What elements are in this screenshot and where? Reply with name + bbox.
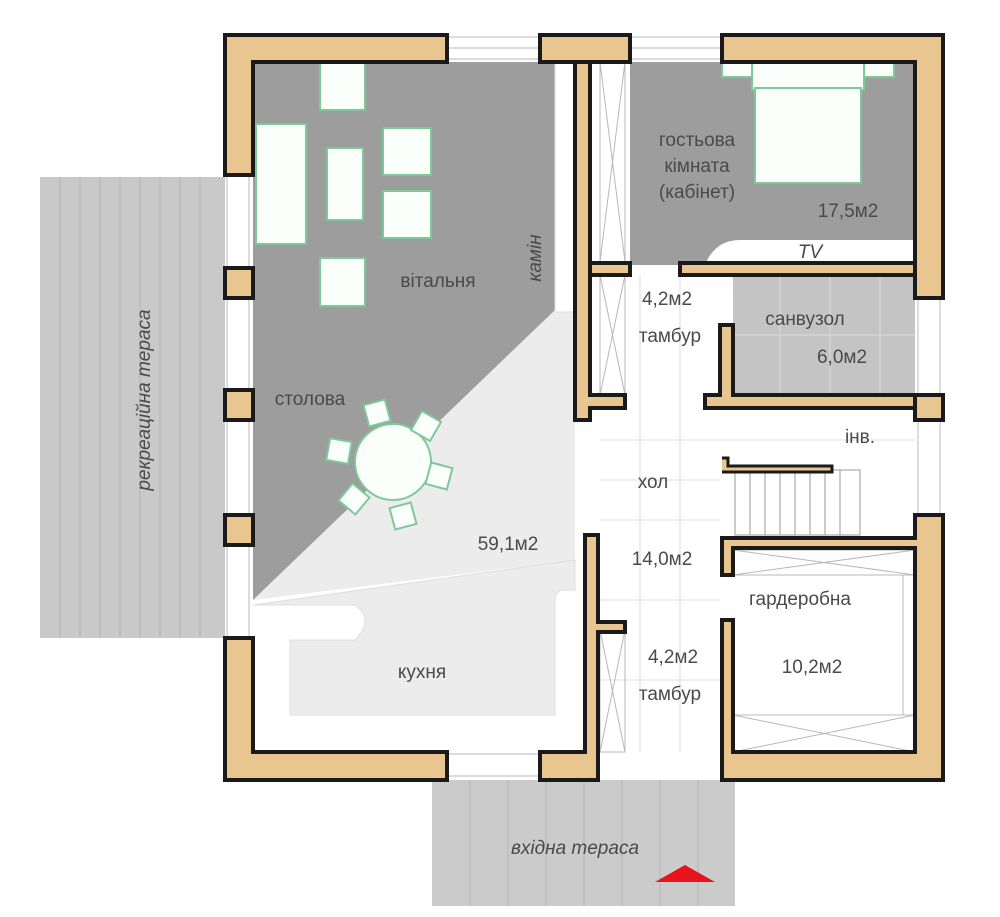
staircase [722,456,861,536]
dining-room-label: столова [275,389,346,410]
hall-floor-grid [600,275,915,752]
fireplace-label: камін [525,234,546,282]
wardrobe-label: гардеробна [749,589,851,610]
living-room-label: вітальня [400,271,475,292]
hall-area: 14,0м2 [632,549,693,570]
tambour-top-label: тамбур [639,326,701,347]
guest-room-area: 17,5м2 [818,201,879,222]
tambour-bottom-label: тамбур [639,684,701,705]
walls [223,33,945,782]
tambour-bottom-area: 4,2м2 [648,647,698,668]
living-area-label: 59,1м2 [478,534,539,555]
kitchen-counter [252,559,576,716]
recreation-terrace: рекреаційна тераса [40,177,225,638]
tv-label: TV [798,242,825,263]
bathroom-area: 6,0м2 [817,347,867,368]
tambour-top-area: 4,2м2 [642,289,692,310]
bathroom-label: санвузол [765,309,844,330]
entrance-terrace: вхідна тераса [432,780,735,906]
wardrobe-area: 10,2м2 [782,657,843,678]
kitchen-label: кухня [398,662,446,683]
guest-room-label-3: (кабінет) [659,182,735,203]
guest-room-label-2: кімната [664,156,730,177]
entrance-terrace-label: вхідна тераса [511,838,639,859]
bed [721,61,895,184]
fireplace [554,61,576,313]
hall-label: хол [638,472,669,493]
room-labels: вітальня камін столова 59,1м2 кухня гост… [275,130,879,705]
guest-room-label-1: гостьова [659,130,736,151]
dining-table [325,398,454,531]
recreation-terrace-label: рекреаційна тераса [134,309,155,491]
entrance-arrow-icon [655,865,715,882]
living-furniture [255,61,432,307]
inventory-label: інв. [845,427,875,448]
